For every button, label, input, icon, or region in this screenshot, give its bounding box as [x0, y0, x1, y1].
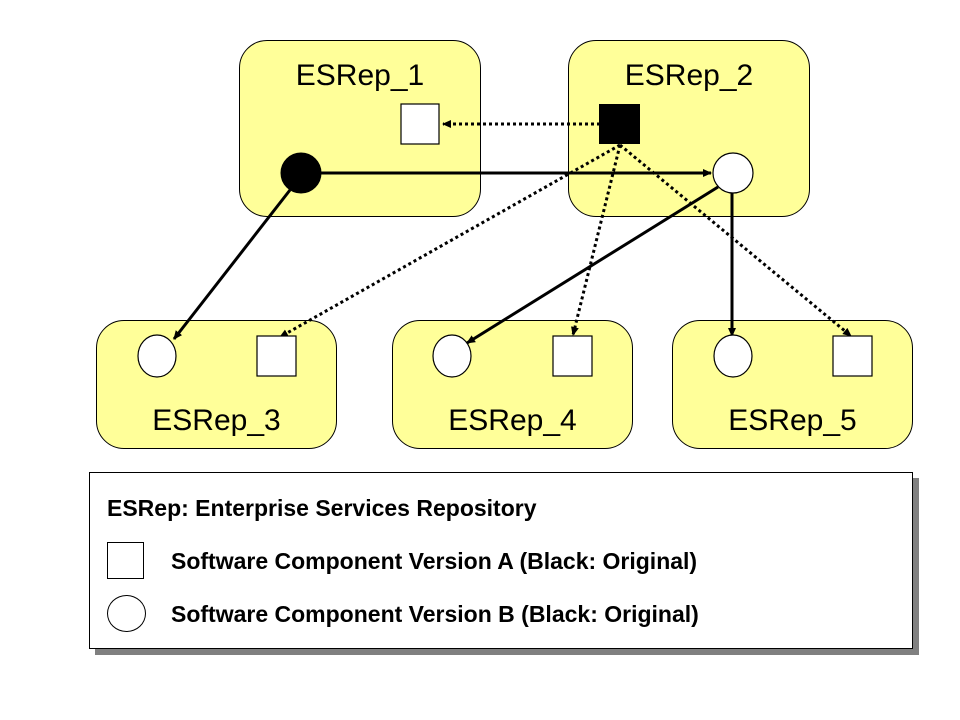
esrep2-version-b-circle: [712, 152, 754, 194]
edge-esrep2-a-to-esrep3-a: [279, 143, 621, 339]
repo-esrep4: ESRep_4: [392, 320, 633, 449]
edge-esrep2-a-to-esrep4-a: [571, 144, 622, 336]
esrep1-version-b-circle-original: [280, 152, 322, 194]
edge-esrep1-b-to-esrep3-b: [172, 189, 292, 340]
esrep5-version-a-square: [832, 335, 873, 377]
esrep1-version-a-square: [400, 103, 440, 145]
repo-esrep5: ESRep_5: [672, 320, 913, 449]
edge-esrep2-b-to-esrep4-b: [466, 185, 719, 345]
legend-item-label: Software Component Version A (Black: Ori…: [171, 548, 698, 574]
repo-esrep1: ESRep_1: [239, 40, 481, 217]
repo-label: ESRep_1: [295, 59, 425, 92]
legend: ESRep: Enterprise Services Repository So…: [89, 472, 913, 649]
esrep2-version-a-square-original: [599, 104, 640, 144]
repo-label: ESRep_5: [728, 404, 857, 437]
esrep3-version-a-square: [256, 335, 297, 377]
repo-esrep2: ESRep_2: [568, 40, 810, 217]
legend-item-label: Software Component Version B (Black: Ori…: [171, 601, 699, 627]
repo-label: ESRep_3: [152, 404, 281, 437]
esrep5-version-b-circle: [713, 334, 753, 378]
edge-esrep2-a-to-esrep5-a: [619, 143, 852, 338]
repo-esrep3: ESRep_3: [96, 320, 337, 449]
esrep4-version-b-circle: [432, 334, 472, 378]
esrep3-version-b-circle: [137, 334, 177, 378]
repo-label: ESRep_2: [624, 59, 754, 92]
square-icon: [107, 542, 144, 579]
esrep4-version-a-square: [552, 335, 593, 377]
circle-icon: [107, 595, 146, 632]
repo-label: ESRep_4: [448, 404, 577, 437]
legend-title: ESRep: Enterprise Services Repository: [107, 495, 537, 521]
